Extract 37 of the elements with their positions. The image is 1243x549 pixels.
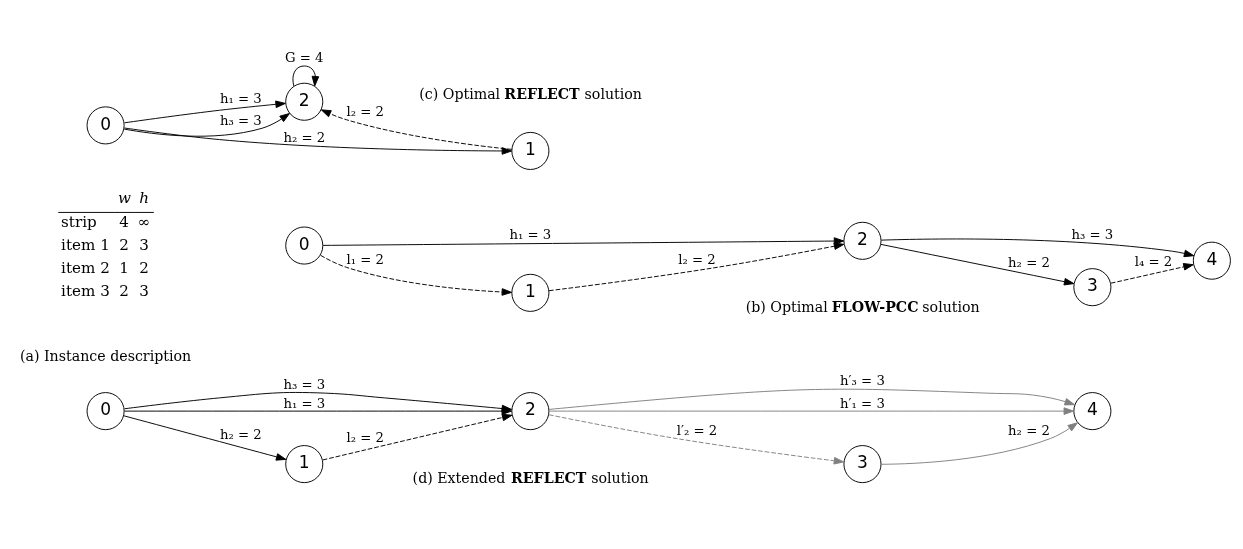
edge-label: l₄ = 2 [1134,253,1173,269]
edge-label: h₂ = 2 [1008,422,1050,438]
edge-label: h₃ = 3 [283,376,326,392]
label: 2 [119,236,129,255]
edge-label: G = 4 [285,50,324,66]
edge-label: l₁ = 2 [346,251,385,267]
label: 2 [119,281,129,300]
label: 2 [139,258,149,277]
label: strip [61,213,97,232]
edge-label: h₃ = 3 [220,112,262,128]
edge-label: h′₃ = 3 [840,372,885,388]
label: 4 [119,213,129,232]
label: 1 [119,258,129,277]
edge-label: h₂ = 2 [220,426,262,442]
label: h [139,188,149,207]
label: (d) Extended REFLECT solution [412,469,649,486]
edge-label: h₁ = 3 [220,90,262,106]
edge-label: h₁ = 3 [283,395,326,411]
edge-label: l₂ = 2 [346,429,385,445]
edge-label: h′₁ = 3 [840,395,885,411]
label: item 3 [61,281,110,300]
label: item 2 [61,258,110,277]
label: 3 [139,236,149,255]
edge-label: h₃ = 3 [1071,227,1114,243]
edge-label: l′₂ = 2 [676,422,718,438]
edge-label: l₂ = 2 [678,251,716,267]
label: item 1 [61,236,110,255]
edge-label: l₂ = 2 [346,104,385,120]
label: w [117,188,131,207]
label: (b) Optimal FLOW-PCC solution [745,299,980,316]
edge-label: h₁ = 3 [509,227,552,243]
edge-label: h₂ = 2 [1008,254,1050,270]
edge-label: h₂ = 2 [283,129,326,145]
label: ∞ [137,213,151,232]
label: 3 [139,281,149,300]
label: (a) Instance description [19,348,192,365]
label: (c) Optimal REFLECT solution [419,86,642,103]
